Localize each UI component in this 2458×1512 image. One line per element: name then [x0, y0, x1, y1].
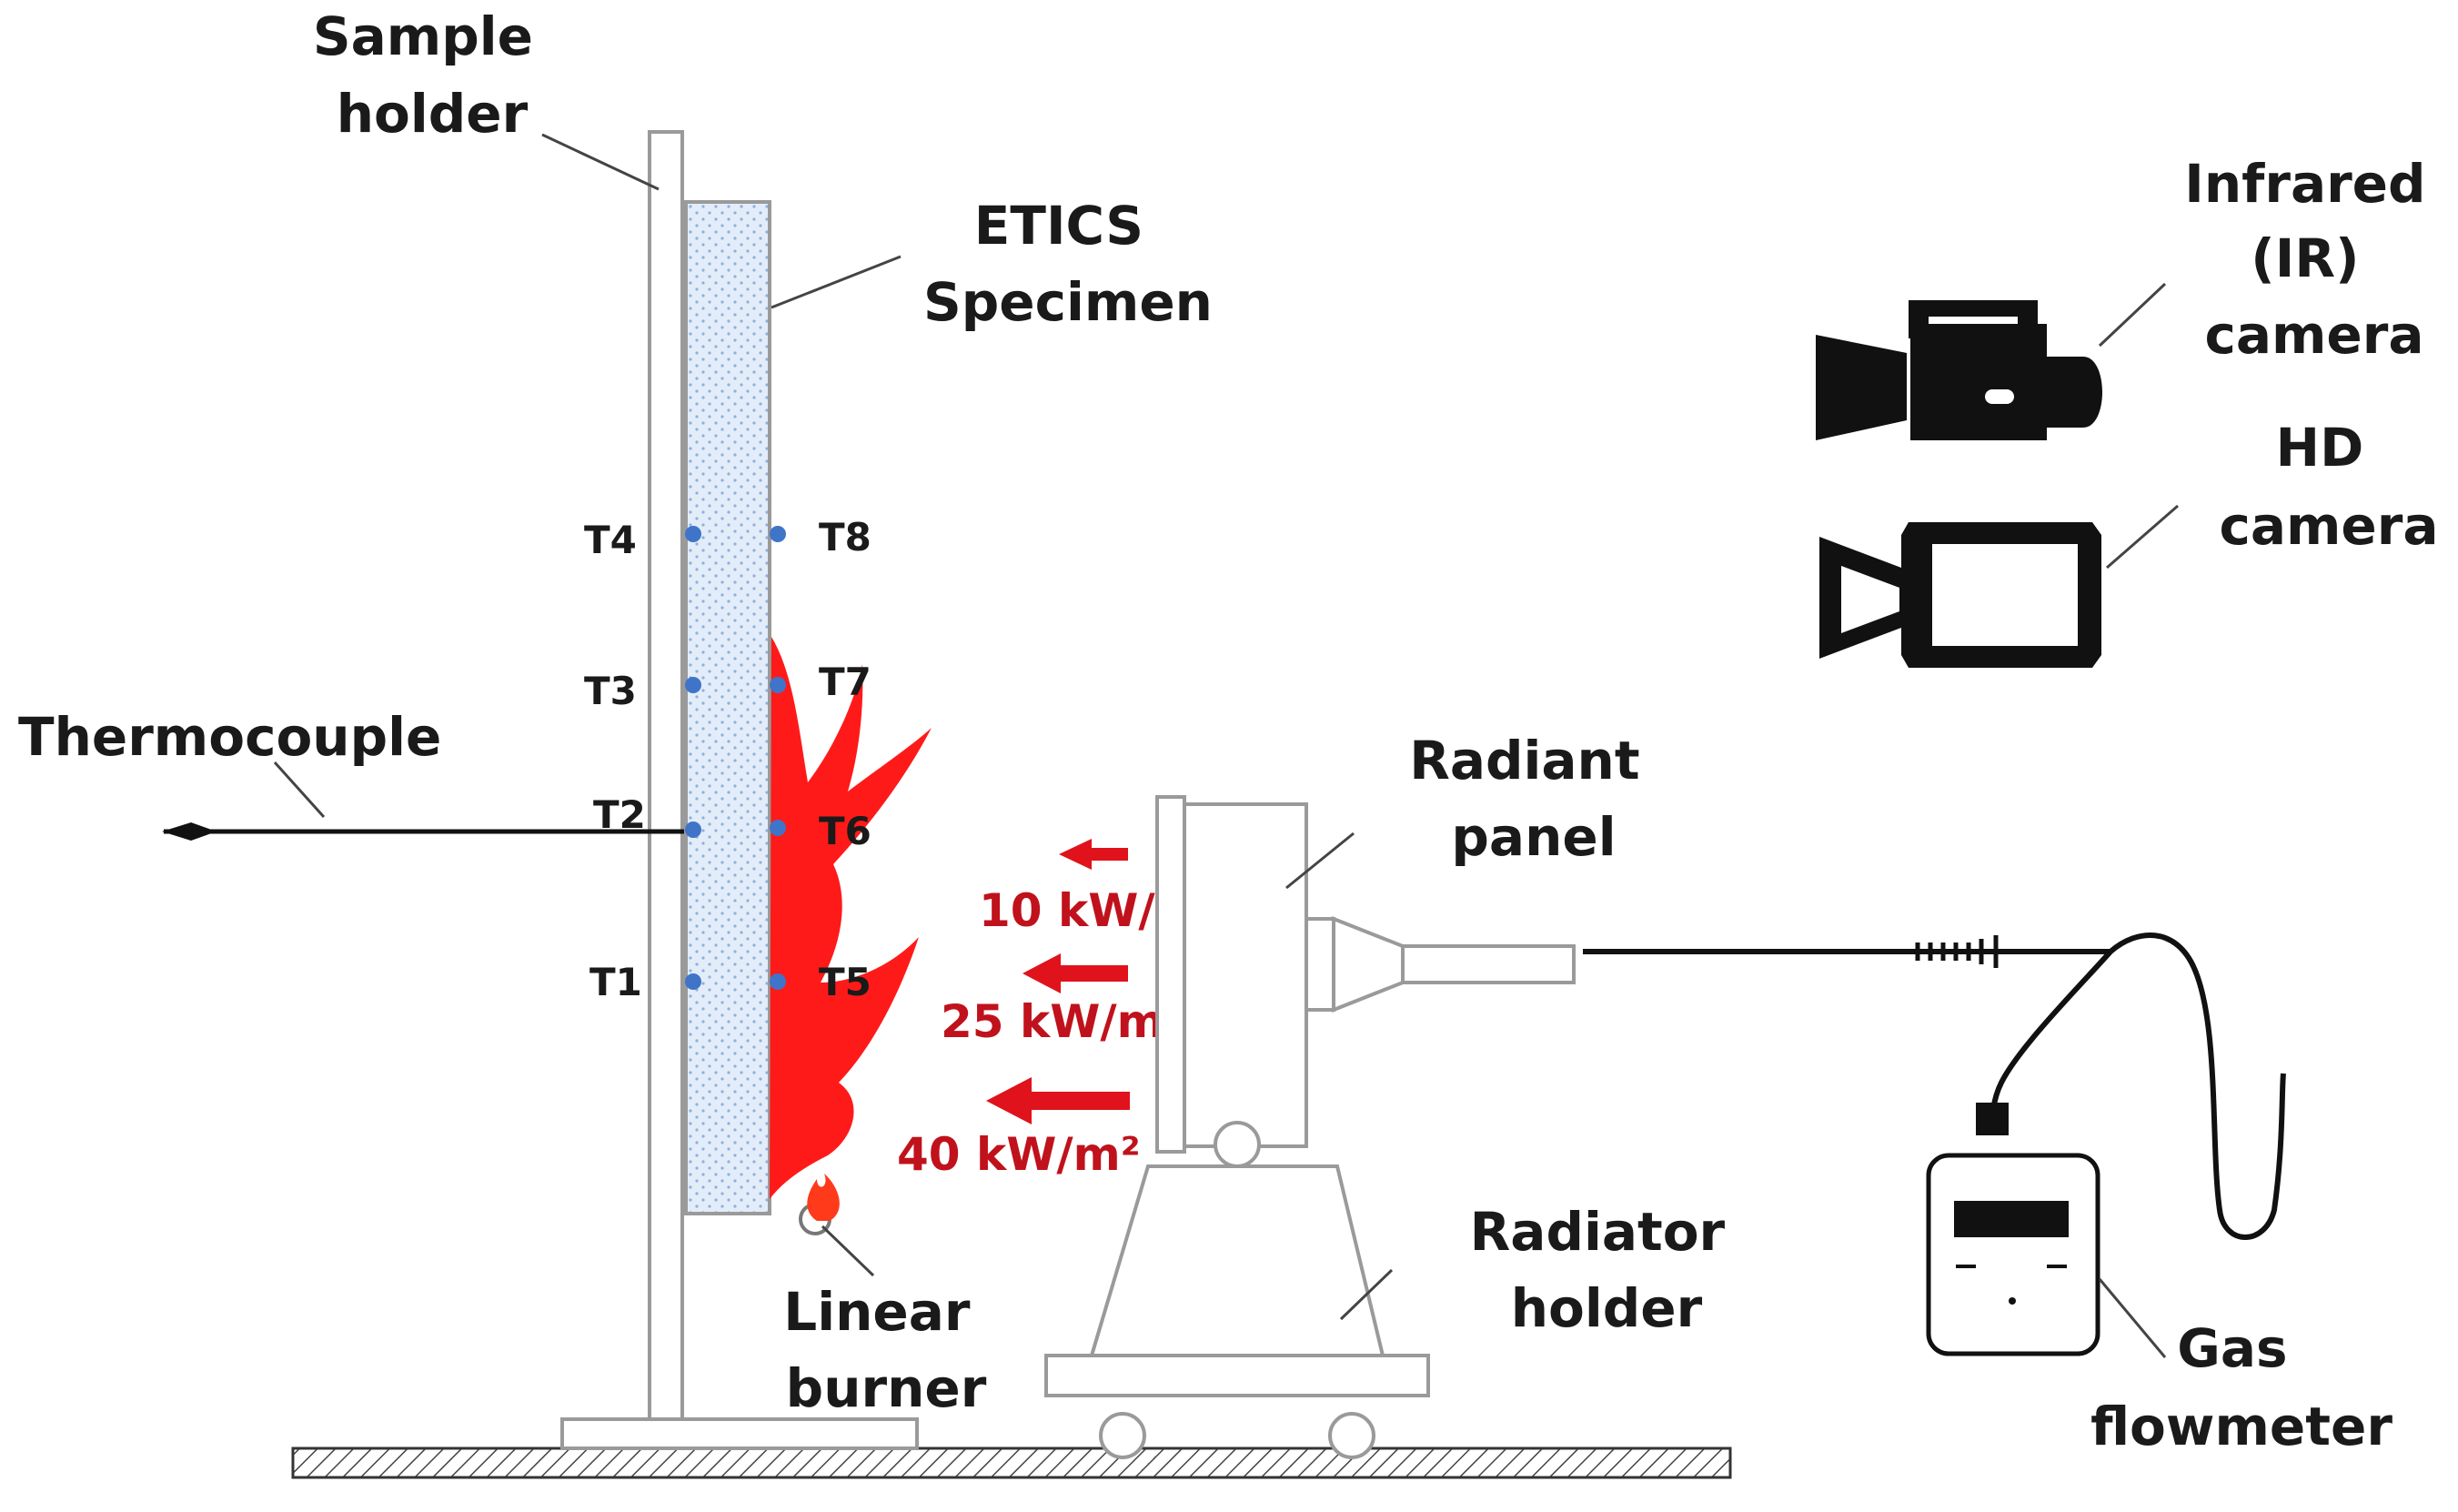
gas-hose-to-flowmeter	[1990, 950, 2113, 1129]
hose-connector	[1915, 935, 1999, 968]
flux-label-40: 40 kW/m²	[897, 1128, 1141, 1181]
label-sample-holder: Sample holder	[313, 5, 551, 145]
leader-radiant-panel	[1285, 832, 1355, 890]
leader-sample-holder	[541, 133, 660, 191]
heat-flux-arrows	[986, 839, 1130, 1124]
label-t5: T5	[819, 960, 871, 1004]
flux-arrow-25	[1022, 953, 1128, 993]
leader-linear-burner	[821, 1225, 875, 1277]
label-t4: T4	[584, 518, 637, 562]
label-hd-camera: HD camera	[2219, 417, 2438, 557]
thermocouple-points	[685, 526, 786, 990]
label-t6: T6	[819, 809, 871, 853]
label-t3: T3	[584, 669, 637, 713]
label-infrared-camera: Infrared (IR) camera	[2184, 153, 2444, 366]
flux-arrow-40	[986, 1077, 1130, 1124]
leader-etics-specimen	[771, 255, 902, 309]
flame	[770, 637, 932, 1199]
hd-camera-icon	[1819, 522, 2101, 668]
etics-specimen	[684, 200, 771, 1215]
ground-floor	[291, 1446, 1732, 1479]
label-radiant-panel: Radiant panel	[1409, 730, 1658, 868]
linear-burner	[799, 1174, 840, 1235]
infrared-camera-icon	[1816, 300, 2102, 440]
leader-radiator-holder	[1339, 1268, 1394, 1321]
leader-ir-camera	[2098, 282, 2167, 348]
label-thermocouple: Thermocouple	[18, 706, 441, 768]
leader-gas-flowmeter	[2098, 1278, 2167, 1358]
label-t2: T2	[593, 792, 646, 837]
burner-flame-icon	[807, 1174, 840, 1221]
thermocouple-probe	[162, 822, 684, 841]
label-radiator-holder: Radiator holder	[1470, 1201, 1744, 1339]
leader-thermocouple	[273, 761, 326, 819]
gas-flowmeter	[1926, 1103, 2100, 1356]
flux-arrow-10	[1059, 839, 1128, 870]
sample-holder	[560, 130, 919, 1450]
gas-hose-curve	[2109, 932, 2286, 1240]
label-linear-burner: Linear burner	[783, 1281, 988, 1419]
label-etics-specimen: ETICS Specimen	[923, 195, 1213, 333]
flux-label-25: 25 kW/m²	[941, 995, 1184, 1048]
label-gas-flowmeter: Gas flowmeter	[2090, 1317, 2393, 1457]
leader-hd-camera	[2106, 504, 2179, 570]
radiator-holder	[1044, 1121, 1430, 1459]
label-t8: T8	[819, 515, 871, 559]
label-t1: T1	[589, 960, 642, 1004]
label-t7: T7	[819, 660, 871, 704]
radiant-panel	[1155, 795, 1576, 1154]
